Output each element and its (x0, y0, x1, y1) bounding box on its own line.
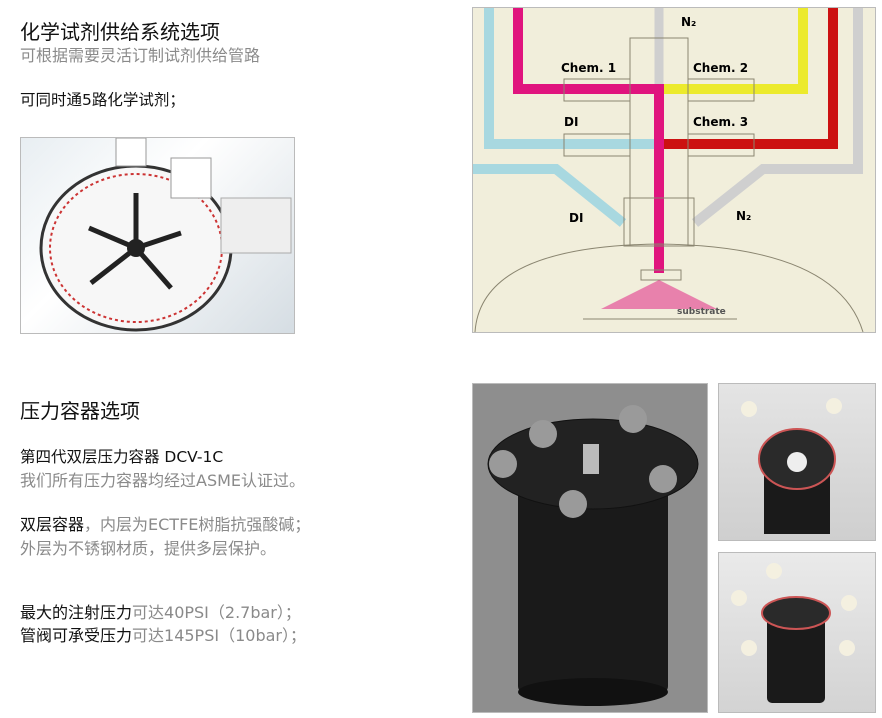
pressure1-value: 可达40PSI（2.7bar）； (132, 603, 301, 622)
process-chamber-illustration (39, 138, 292, 332)
chemical-note: 可同时通5路化学试剂； (20, 91, 185, 109)
section-title-pressure-vessel: 压力容器选项 (20, 399, 140, 423)
label-substrate: substrate (677, 307, 726, 317)
chem2-line (659, 8, 808, 94)
di-line-lower (473, 164, 627, 227)
layer-description-1: 双层容器，内层为ECTFE树脂抗强酸碱； (20, 511, 310, 535)
pressure1-label: 最大的注射压力 (20, 603, 133, 622)
chem1-line (513, 8, 664, 273)
section-title-chemical-supply: 化学试剂供给系统选项 (20, 20, 220, 44)
label-di-lower: DI (569, 211, 583, 225)
vessel-open-view-photo (718, 552, 876, 713)
certification-text: 我们所有压力容器均经过ASME认证过。 (20, 471, 306, 490)
label-chem1: Chem. 1 (561, 61, 616, 75)
layer-desc-1: ，内层为ECTFE树脂抗强酸碱； (84, 515, 311, 534)
pressure-spec-1: 最大的注射压力可达40PSI（2.7bar）； (20, 599, 301, 623)
vessel-top-view-photo (718, 383, 876, 541)
pressure-vessel-photo (472, 383, 708, 713)
pressure2-value: 可达145PSI（10bar）； (132, 626, 306, 645)
pressure-vessel-illustration (487, 405, 699, 706)
label-n2-lower: N₂ (736, 209, 751, 223)
label-n2-top: N₂ (681, 15, 696, 29)
layer-label: 双层容器 (20, 515, 85, 534)
vessel-open-illustration (731, 563, 857, 703)
di-line-upper (484, 8, 659, 149)
product-name: 第四代双层压力容器 DCV-1C (20, 448, 224, 466)
section-subtitle: 可根据需要灵活订制试剂供给管路 (20, 46, 261, 65)
layer-description-2: 外层为不锈钢材质，提供多层保护。 (20, 539, 277, 558)
label-chem2: Chem. 2 (693, 61, 748, 75)
pressure2-label: 管阀可承受压力 (20, 626, 133, 645)
n2-line-lower (691, 8, 863, 227)
pressure-spec-2: 管阀可承受压力可达145PSI（10bar）； (20, 622, 306, 646)
process-chamber-photo (20, 137, 295, 334)
chemical-supply-diagram: N₂ Chem. 1 Chem. 2 DI Chem. 3 DI N₂ subs… (472, 7, 876, 333)
label-chem3: Chem. 3 (693, 115, 748, 129)
vessel-top-illustration (741, 398, 842, 534)
chem3-line (659, 8, 838, 149)
label-di-upper: DI (564, 115, 578, 129)
